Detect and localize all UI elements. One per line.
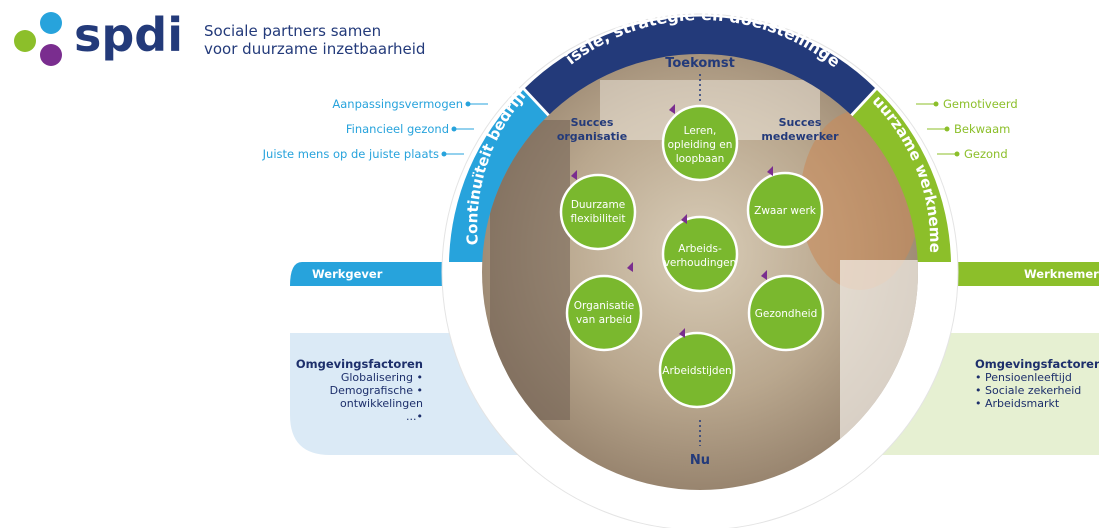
logo-wordmark: spdi bbox=[74, 8, 184, 62]
employee-factor-3: • Arbeidsmarkt bbox=[975, 397, 1060, 410]
logo-dot-blue bbox=[40, 12, 62, 34]
logo-dot-purple bbox=[40, 44, 62, 66]
axis-future-label: Toekomst bbox=[665, 56, 735, 71]
employer-factor-2: Demografische • bbox=[329, 384, 423, 397]
success-org-line2: organisatie bbox=[557, 130, 627, 143]
employee-factor-1: • Pensioenleeftijd bbox=[975, 371, 1072, 384]
circle-organisatie bbox=[565, 274, 643, 352]
employer-factor-1: Globalisering • bbox=[340, 371, 423, 384]
arrow-markers bbox=[571, 104, 773, 338]
circle-arb-l1: Arbeids- bbox=[678, 243, 722, 255]
circle-flex-l1: Duurzame bbox=[571, 199, 625, 211]
tagline-line1: Sociale partners samen bbox=[204, 22, 382, 40]
circle-gezondheid-label: Gezondheid bbox=[755, 308, 818, 320]
employer-band-label: Werkgever bbox=[312, 267, 383, 281]
employer-factors-title: Omgevingsfactoren bbox=[295, 357, 423, 371]
circle-gezondheid bbox=[747, 274, 825, 352]
circle-arbeidstijden bbox=[658, 331, 736, 409]
tagline-line2: voor duurzame inzetbaarheid bbox=[204, 40, 426, 58]
circle-leren bbox=[661, 104, 739, 182]
success-emp-line2: medewerker bbox=[761, 130, 839, 143]
circle-arb-l2: verhoudingen bbox=[664, 257, 737, 269]
employer-factor-3: ontwikkelingen bbox=[340, 397, 423, 410]
employer-factors: Omgevingsfactoren Globalisering • Demogr… bbox=[295, 357, 423, 424]
employee-item-1: Gemotiveerd bbox=[943, 97, 1018, 111]
employee-item-2: Bekwaam bbox=[954, 122, 1011, 136]
employee-factor-2: • Sociale zekerheid bbox=[975, 384, 1082, 397]
employer-item-2: Financieel gezond bbox=[345, 122, 449, 136]
circle-org-l2: van arbeid bbox=[576, 314, 632, 326]
employer-factor-4: ...• bbox=[406, 410, 423, 423]
employee-item-3: Gezond bbox=[964, 147, 1008, 161]
circle-leren-l2: opleiding en bbox=[668, 139, 733, 151]
circle-leren-l1: Leren, bbox=[684, 125, 717, 137]
employer-item-3: Juiste mens op de juiste plaats bbox=[262, 147, 439, 161]
success-org-line1: Succes bbox=[571, 116, 614, 129]
success-emp-line1: Succes bbox=[779, 116, 822, 129]
logo-dot-green bbox=[14, 30, 36, 52]
employer-item-1: Aanpassingsvermogen bbox=[332, 97, 463, 111]
circle-arbeidsverhoudingen bbox=[661, 215, 739, 293]
employee-item-dots bbox=[916, 101, 960, 157]
circle-flexibiliteit bbox=[559, 173, 637, 251]
employee-factors-title: Omgevingsfactoren bbox=[975, 357, 1099, 371]
employer-item-dots bbox=[441, 101, 488, 157]
ring-right-segment bbox=[849, 90, 951, 262]
spdi-logo: spdi Sociale partners samen voor duurzam… bbox=[12, 8, 452, 72]
circle-zwaar-label: Zwaar werk bbox=[754, 205, 817, 217]
ring-top-segment bbox=[525, 16, 875, 118]
axis-now-label: Nu bbox=[690, 453, 710, 468]
employee-factors: Omgevingsfactoren • Pensioenleeftijd • S… bbox=[975, 357, 1099, 411]
employer-band bbox=[290, 262, 480, 286]
ring-left-segment bbox=[449, 90, 551, 262]
circle-org-l1: Organisatie bbox=[574, 300, 634, 312]
employee-band bbox=[915, 262, 1099, 286]
circle-leren-l3: loopbaan bbox=[676, 153, 725, 165]
circle-zwaar-werk bbox=[746, 171, 824, 249]
logo-tagline: Sociale partners samen voor duurzame inz… bbox=[204, 22, 425, 58]
circle-flex-l2: flexibiliteit bbox=[570, 213, 625, 225]
circle-arbeidstijden-label: Arbeidstijden bbox=[662, 365, 731, 377]
employee-band-label: Werknemer bbox=[1024, 267, 1099, 281]
